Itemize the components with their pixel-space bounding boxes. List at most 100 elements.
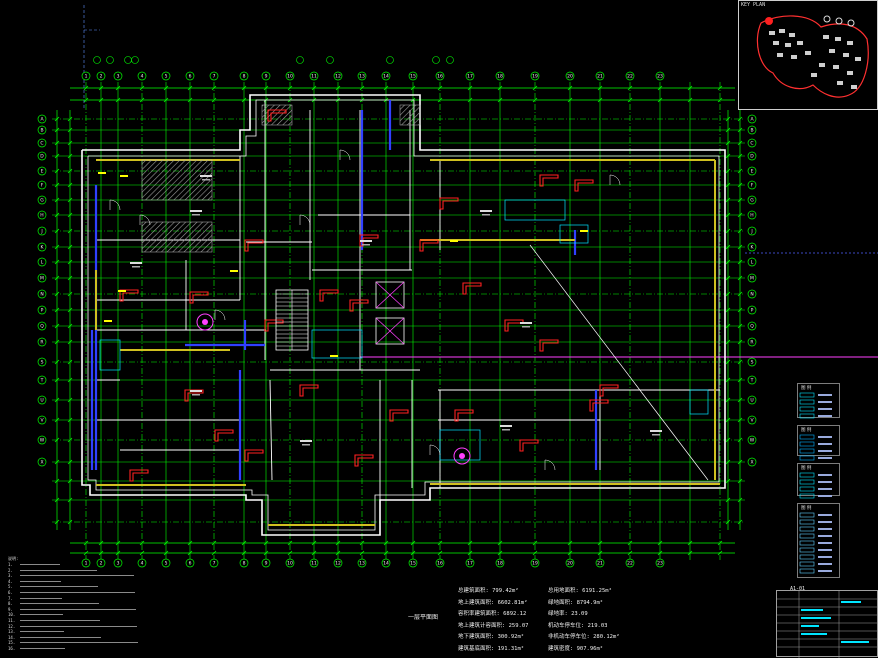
axis-bubble <box>747 395 757 405</box>
axis-bubble <box>285 71 295 81</box>
note-text-line <box>20 625 137 627</box>
axis-label: G <box>40 198 44 204</box>
axis-label: T <box>750 378 754 384</box>
axis-label: 7 <box>213 74 216 80</box>
note-line: 13. <box>8 629 16 635</box>
axis-label: 18 <box>497 561 503 567</box>
axis-bubble <box>747 289 757 299</box>
axis-label: 16 <box>437 74 443 80</box>
axis-label: 2 <box>100 74 103 80</box>
axis-label: N <box>750 292 753 298</box>
axis-bubble <box>625 558 635 568</box>
axis-bubble <box>530 71 540 81</box>
stat-row: 建筑密度: 907.96m² <box>548 644 603 652</box>
axis-bubble <box>655 558 665 568</box>
stat-row: 非机动车停车位: 280.12m² <box>548 632 620 640</box>
stat-row: 地上建筑计容面积: 259.07 <box>458 621 529 629</box>
axis-bubble <box>137 71 147 81</box>
axis-label: P <box>751 308 754 314</box>
axis-bubble <box>625 71 635 81</box>
note-text-line <box>20 614 63 616</box>
axis-label: 6 <box>189 74 192 80</box>
axis-label: 1 <box>85 74 88 80</box>
axis-label: 13 <box>359 561 365 567</box>
note-line: 12. <box>8 623 16 629</box>
axis-bubble <box>309 558 319 568</box>
axis-bubble <box>37 242 47 252</box>
note-line: 16. <box>8 646 16 651</box>
axis-label: U <box>40 398 43 404</box>
axis-bubble <box>261 558 271 568</box>
plan-title: 一层平面图 <box>408 614 439 621</box>
axis-label: 15 <box>410 74 416 80</box>
stat-row: 总建筑面积: 799.42m² <box>458 586 519 594</box>
axis-bubble <box>747 151 757 161</box>
note-line: 4. <box>8 578 13 584</box>
axis-label: R <box>750 340 753 346</box>
stat-value: 191.31m² <box>494 645 525 652</box>
axis-label: C <box>40 141 43 147</box>
axis-label: 10 <box>287 561 293 567</box>
stat-row: 机动车停车位: 219.03 <box>548 621 608 629</box>
axis-bubble <box>747 321 757 331</box>
axis-label: N <box>40 292 43 298</box>
axis-label: 8 <box>243 561 246 567</box>
axis-bubble <box>747 180 757 190</box>
axis-bubble <box>655 71 665 81</box>
stat-label: 建筑基底面积: <box>458 645 495 652</box>
axis-label: M <box>750 276 754 282</box>
note-text-line <box>20 603 99 605</box>
axis-label: 11 <box>311 74 317 80</box>
note-text-line <box>20 620 100 621</box>
stat-label: 总建筑面积: <box>458 588 489 594</box>
axis-bubble <box>747 195 757 205</box>
axis-bubble <box>333 558 343 568</box>
axis-bubble <box>261 71 271 81</box>
axis-bubble <box>495 71 505 81</box>
axis-bubble <box>747 257 757 267</box>
axis-bubble <box>185 558 195 568</box>
axis-label: A <box>40 117 44 123</box>
axis-bubble <box>137 558 147 568</box>
axis-label: 12 <box>335 74 341 80</box>
stat-row: 绿地率: 23.09 <box>548 609 588 617</box>
legend-section-title: 图 例 <box>801 504 812 511</box>
axis-label: H <box>750 213 753 219</box>
note-line: 7. <box>8 595 13 601</box>
legend-section-title: 图 例 <box>801 384 812 391</box>
stat-value: 6602.81m² <box>494 599 528 606</box>
axis-label: 22 <box>627 74 633 80</box>
note-line: 10. <box>8 612 16 618</box>
stat-value: 259.07 <box>505 622 529 629</box>
axis-bubble <box>185 71 195 81</box>
title-block <box>776 590 878 658</box>
axis-bubble <box>37 435 47 445</box>
note-line: 5. <box>8 584 13 590</box>
stat-value: 300.92m² <box>494 634 525 640</box>
axis-label: L <box>41 260 44 266</box>
axis-label: 2 <box>100 561 103 567</box>
axis-bubble <box>530 558 540 568</box>
stat-value: 280.12m² <box>589 634 620 640</box>
axis-label: D <box>40 154 44 160</box>
note-text-line <box>20 631 64 633</box>
axis-bubble <box>37 337 47 347</box>
axis-label: V <box>750 418 754 424</box>
axis-bubble <box>465 558 475 568</box>
axis-label: 7 <box>213 561 216 567</box>
note-line: 6. <box>8 590 13 595</box>
note-text-line <box>20 648 65 649</box>
axis-label: 10 <box>287 74 293 80</box>
axis-label: 4 <box>141 561 144 567</box>
axis-label: 5 <box>165 561 168 567</box>
axis-bubble <box>309 71 319 81</box>
stat-label: 容积率建筑面积: <box>458 611 500 617</box>
axis-bubble <box>209 71 219 81</box>
legend-section-title: 图 例 <box>801 464 812 471</box>
axis-label: S <box>41 360 44 366</box>
axis-label: 9 <box>265 74 268 80</box>
note-text-line <box>20 580 61 582</box>
axis-label: 13 <box>359 74 365 80</box>
axis-label: 18 <box>497 74 503 80</box>
axis-label: 1 <box>85 561 88 567</box>
